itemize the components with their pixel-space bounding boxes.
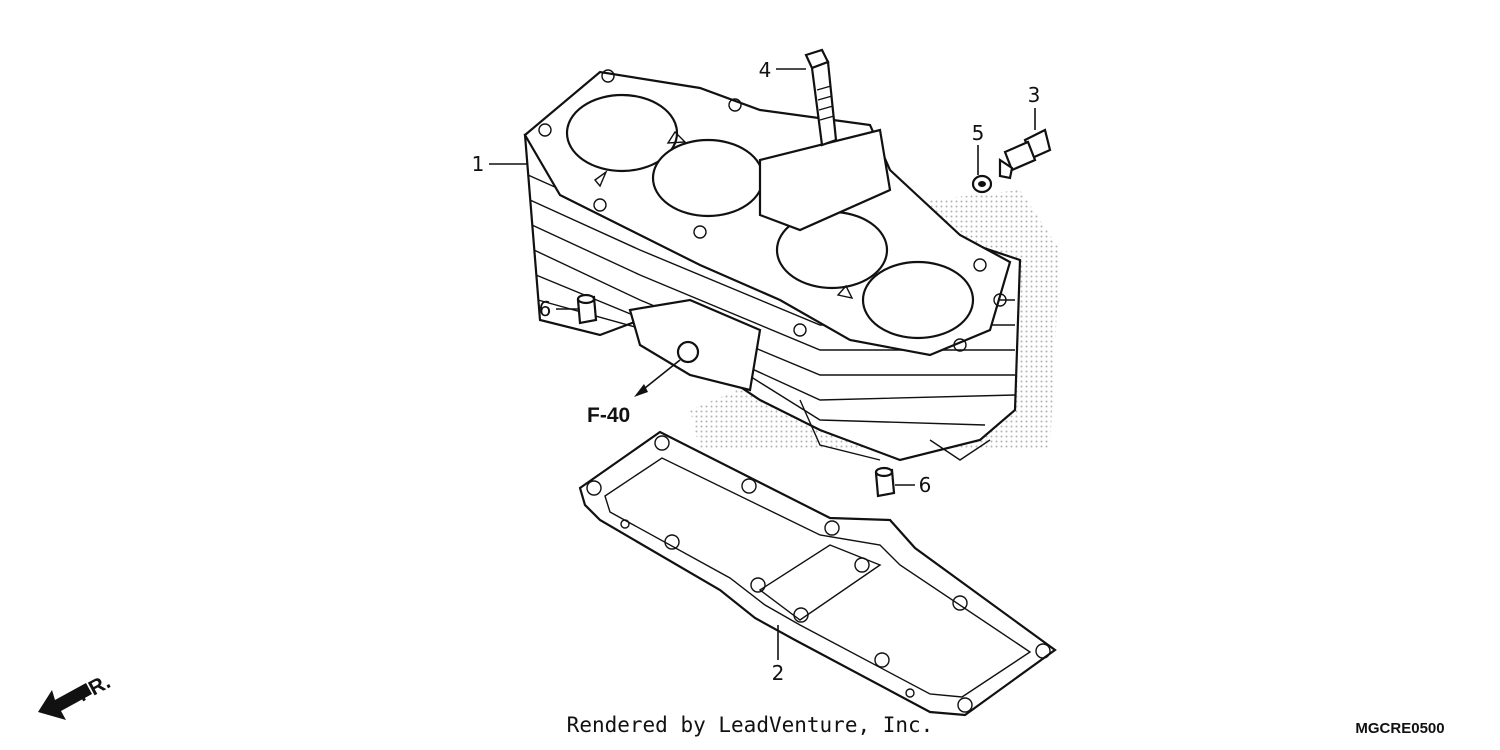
callout-bolt: 4 (759, 58, 772, 82)
callout-gasket: 2 (772, 661, 785, 685)
leader-lines (489, 68, 1036, 660)
callout-sensor: 3 (1028, 83, 1041, 107)
sealing-washer (971, 174, 993, 194)
dowel-pin-left (576, 293, 598, 325)
stud-bolt (804, 48, 838, 147)
front-arrow-icon (38, 683, 92, 720)
cylinder-block (523, 69, 1022, 462)
callout-washer: 5 (972, 121, 985, 145)
dowel-pin-right (874, 466, 896, 498)
base-gasket (578, 430, 1057, 717)
callout-dowel-right: 6 (919, 473, 932, 497)
callout-dowel-left: 6 (539, 297, 552, 321)
diagram-code: MGCRE0500 (1355, 720, 1444, 737)
callout-cylinder: 1 (472, 152, 485, 176)
credit-text: Rendered by LeadVenture, Inc. (567, 713, 934, 737)
temperature-sensor (998, 128, 1052, 180)
reference-label: F-40 (587, 404, 630, 427)
front-label: FR. (74, 670, 115, 706)
